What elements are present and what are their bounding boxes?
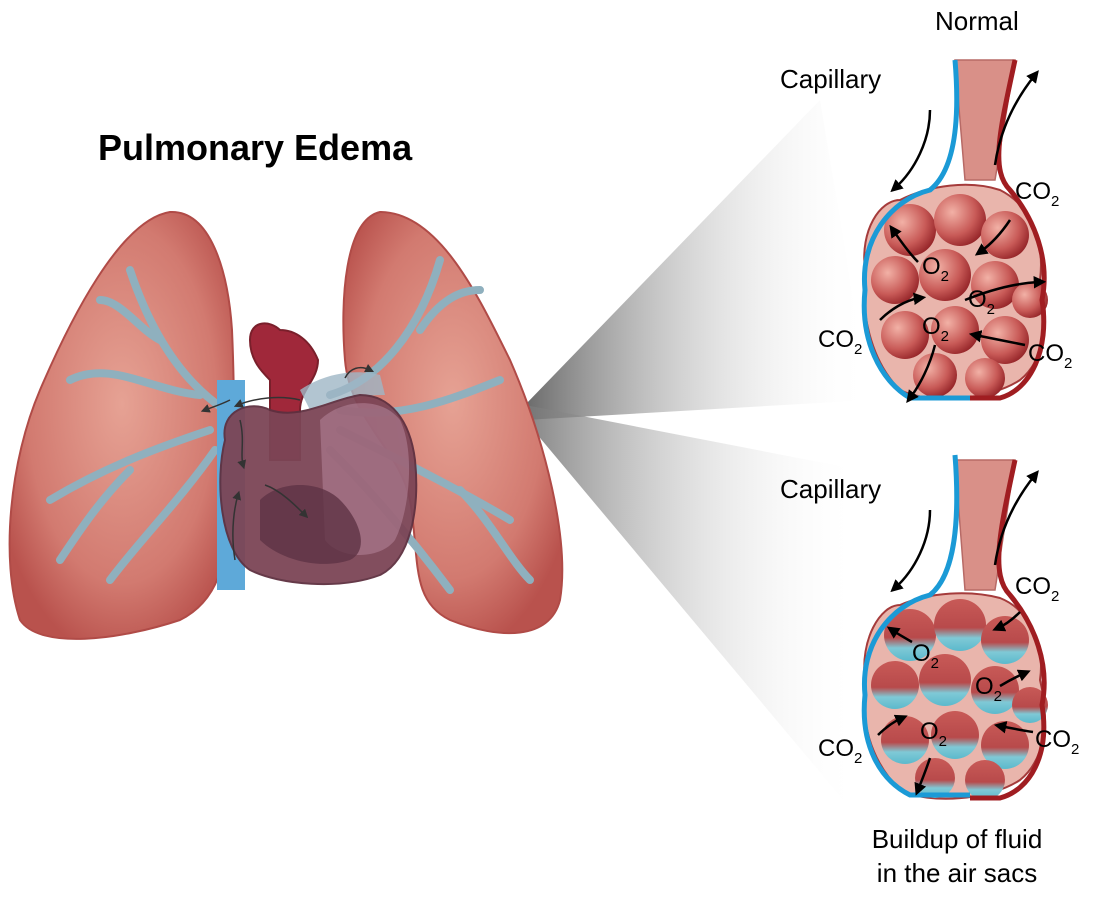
gas-label-co2: CO2: [1035, 726, 1080, 758]
fluid-caption-line2: in the air sacs: [876, 858, 1038, 888]
gas-label-co2: CO2: [818, 326, 863, 358]
gas-label-co2: CO2: [1015, 573, 1060, 605]
page-title: Pulmonary Edema: [98, 127, 413, 168]
bronchiole-normal: [954, 59, 1016, 181]
capillary-label-edema: Capillary: [780, 474, 882, 504]
gas-label-co2: CO2: [818, 735, 863, 767]
zoom-beam-bottom: [525, 405, 860, 820]
flow-arrows-normal: [879, 70, 1047, 403]
gas-label-co2: CO2: [1028, 340, 1073, 372]
flow-arrows-edema: [877, 470, 1039, 796]
zoom-beam-top: [525, 100, 870, 420]
fluid-caption: Buildup of fluid in the air sacs: [842, 822, 1072, 890]
gas-label-o2: O2: [968, 286, 996, 318]
air-sacs-normal: [871, 194, 1048, 398]
pulmonary-artery: [300, 372, 385, 410]
gas-label-o2: O2: [912, 640, 940, 672]
heart-inner-chamber: [260, 485, 361, 564]
heart: [200, 322, 418, 586]
gas-label-o2: O2: [975, 673, 1003, 705]
capillary-label-normal: Capillary: [780, 64, 882, 94]
fluid-caption-line1: Buildup of fluid: [871, 824, 1043, 854]
air-sacs-edema: [871, 599, 1048, 800]
alveolus-edema: [861, 454, 1048, 801]
gas-label-o2: O2: [920, 718, 948, 750]
lungs: [8, 210, 564, 640]
gas-label-o2: O2: [922, 313, 950, 345]
capillary-blue-normal: [861, 59, 970, 401]
left-lung: [342, 210, 564, 635]
right-lung: [8, 210, 236, 640]
heart-flow-arrows: [200, 363, 375, 561]
normal-heading: Normal: [935, 6, 1019, 36]
gas-label-o2: O2: [922, 253, 950, 285]
capillary-blue-edema: [861, 454, 970, 798]
gas-label-co2: CO2: [1015, 178, 1060, 210]
aorta: [248, 322, 320, 461]
alveolus-normal: [861, 59, 1048, 403]
